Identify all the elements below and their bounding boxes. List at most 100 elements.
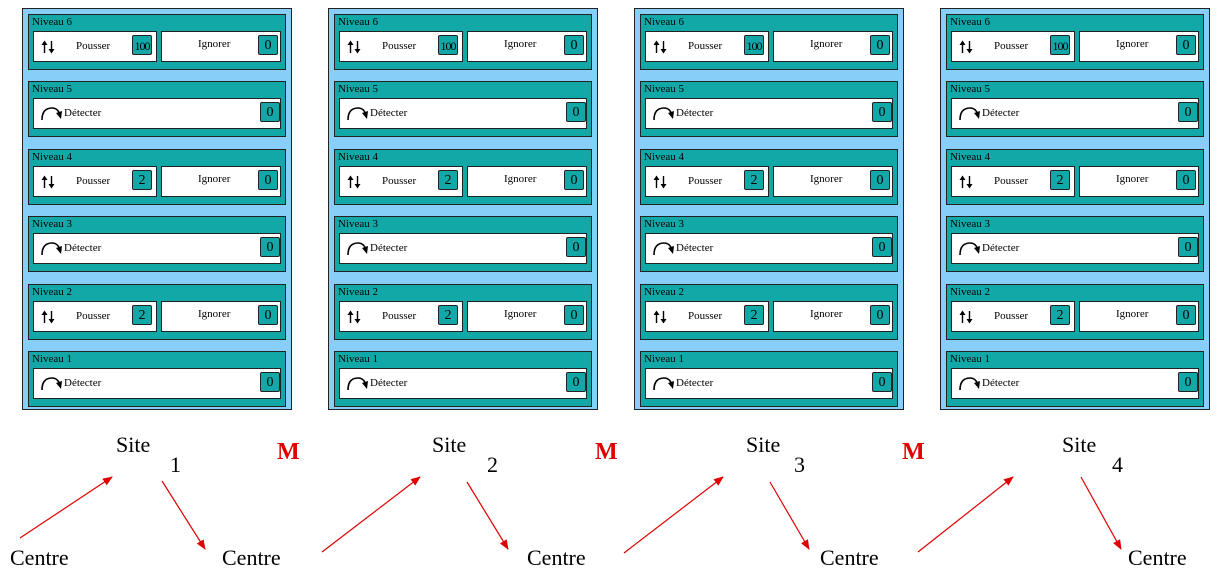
flow-arrow [466,481,509,550]
ignore-label: Ignorer [810,173,843,185]
push-label: Pousser [382,310,417,322]
separator-m-1: M [277,439,300,465]
flow-arrow [623,476,724,554]
level-label: Niveau 3 [950,218,991,230]
detect-label: Détecter [64,107,102,119]
ignore-card[interactable]: Ignorer 0 [467,301,587,332]
level-label: Niveau 4 [338,151,379,163]
site-number-3: 3 [794,452,805,477]
ignore-label: Ignorer [1116,308,1149,320]
detect-label: Détecter [64,377,102,389]
ignore-count: 0 [258,305,278,325]
up-down-arrows-icon [959,40,973,59]
arc-arrow-icon [40,106,62,125]
ignore-label: Ignorer [810,38,843,50]
ignore-count: 0 [564,305,584,325]
push-count: 2 [1050,305,1070,325]
push-count: 100 [132,35,152,55]
level-label: Niveau 2 [32,286,73,298]
ignore-label: Ignorer [1116,173,1149,185]
detect-count: 0 [872,237,892,257]
push-label: Pousser [688,175,723,187]
arc-arrow-icon [40,241,62,260]
arc-arrow-icon [652,106,674,125]
push-count: 2 [438,305,458,325]
push-card[interactable]: Pousser 2 [645,166,769,197]
level-label: Niveau 2 [644,286,685,298]
flow-arrow [161,480,206,550]
centre-label-2: Centre [222,545,281,570]
level-label: Niveau 5 [338,83,379,95]
ignore-count: 0 [1176,305,1196,325]
arc-arrow-icon [652,376,674,395]
detect-count: 0 [1178,102,1198,122]
ignore-label: Ignorer [198,38,231,50]
site-label-1: Site [116,432,151,457]
ignore-label: Ignorer [810,308,843,320]
ignore-label: Ignorer [504,308,537,320]
detect-label: Détecter [982,242,1020,254]
detect-label: Détecter [982,107,1020,119]
level-label: Niveau 4 [644,151,685,163]
site-number-2: 2 [487,452,498,477]
level-label: Niveau 5 [32,83,73,95]
detect-card[interactable]: Détecter 0 [951,98,1199,129]
ignore-count: 0 [564,35,584,55]
up-down-arrows-icon [959,310,973,329]
ignore-label: Ignorer [504,38,537,50]
up-down-arrows-icon [653,40,667,59]
push-count: 2 [744,170,764,190]
detect-label: Détecter [64,242,102,254]
ignore-card[interactable]: Ignorer 0 [467,31,587,62]
push-card[interactable]: Pousser 2 [339,301,463,332]
ignore-card[interactable]: Ignorer 0 [1079,166,1199,197]
level-label: Niveau 4 [950,151,991,163]
arc-arrow-icon [346,376,368,395]
level-label: Niveau 3 [644,218,685,230]
ignore-card[interactable]: Ignorer 0 [1079,301,1199,332]
ignore-count: 0 [1176,170,1196,190]
